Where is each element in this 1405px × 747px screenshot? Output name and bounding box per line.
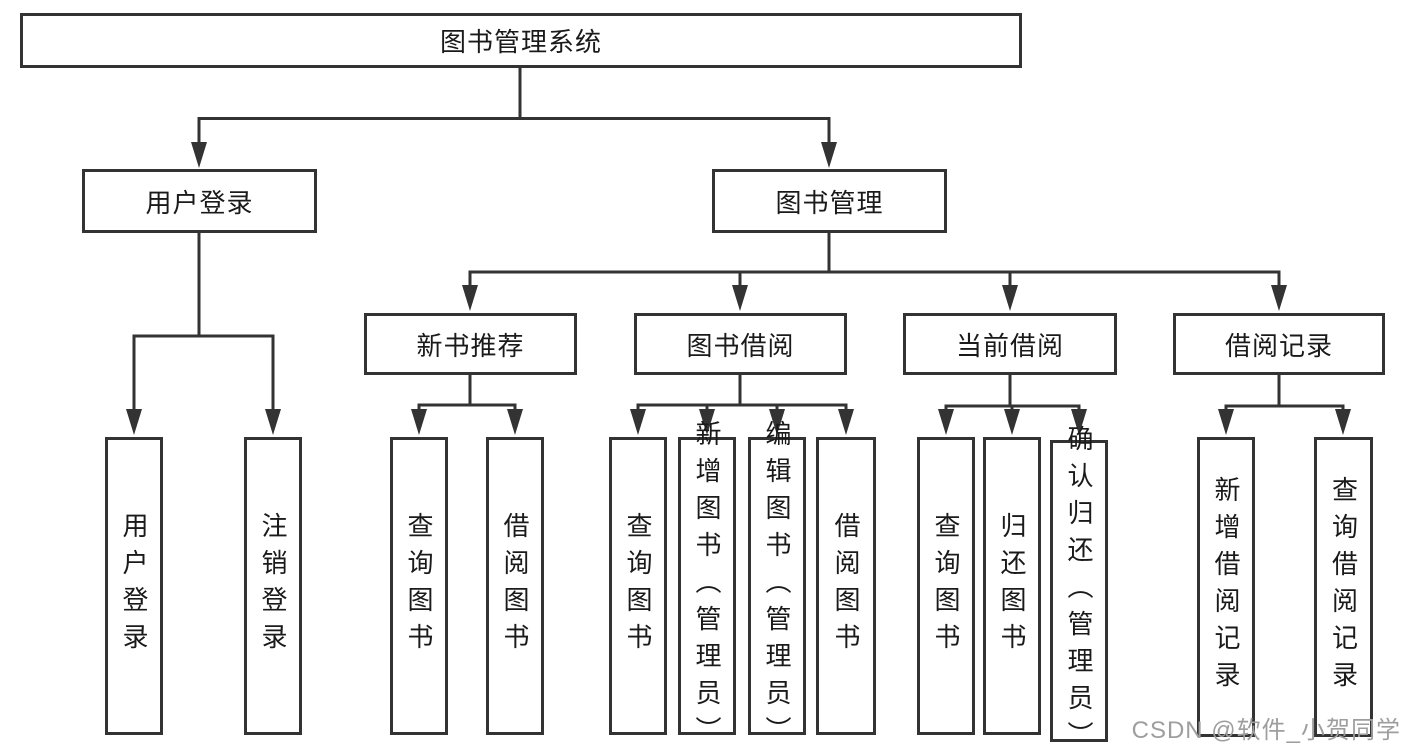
node-label: 注销登录 (258, 512, 288, 660)
node-current-borrowing: 当前借阅 (903, 313, 1117, 375)
leaf-user-login: 用户登录 (105, 437, 163, 735)
node-label: 编辑图书（管理员） (762, 419, 792, 747)
node-label: 借阅图书 (500, 512, 530, 660)
node-label: 图书管理系统 (439, 27, 602, 57)
node-label: 查询图书 (623, 512, 653, 660)
node-book-borrowing: 图书借阅 (634, 313, 847, 375)
leaf-add-borrow-record: 新增借阅记录 (1197, 437, 1255, 737)
node-label: 借阅记录 (1224, 330, 1333, 361)
leaf-query-books-borrowing: 查询图书 (609, 437, 667, 735)
node-borrowing-records: 借阅记录 (1173, 313, 1385, 375)
leaf-borrow-books-borrowing: 借阅图书 (816, 437, 876, 735)
node-library-management-system: 图书管理系统 (20, 13, 1022, 68)
node-label: 图书管理 (775, 187, 884, 218)
leaf-query-books-recommend: 查询图书 (390, 437, 448, 735)
leaf-edit-book-admin: 编辑图书（管理员） (748, 420, 806, 747)
node-label: 查询图书 (404, 512, 434, 660)
node-label: 查询图书 (931, 512, 961, 660)
node-label: 新增图书（管理员） (692, 419, 722, 747)
node-label: 图书借阅 (686, 330, 795, 361)
node-label: 查询借阅记录 (1328, 476, 1359, 698)
node-label: 用户登录 (119, 512, 149, 660)
leaf-borrow-books-recommend: 借阅图书 (486, 437, 544, 735)
node-label: 归还图书 (997, 512, 1027, 660)
node-label: 借阅图书 (831, 512, 861, 660)
csdn-watermark: CSDN @软件_小贺同学 (1131, 717, 1401, 744)
leaf-logout: 注销登录 (244, 437, 302, 735)
leaf-query-books-current: 查询图书 (917, 437, 975, 735)
node-book-management: 图书管理 (712, 169, 947, 233)
leaf-confirm-return-admin: 确认归还（管理员） (1050, 425, 1108, 747)
leaf-return-books: 归还图书 (983, 437, 1041, 735)
node-user-login: 用户登录 (82, 169, 317, 233)
node-label: 用户登录 (145, 187, 254, 218)
node-label: 新增借阅记录 (1211, 476, 1241, 698)
node-new-book-recommendation: 新书推荐 (364, 313, 577, 375)
leaf-add-book-admin: 新增图书（管理员） (678, 420, 736, 747)
leaf-query-borrow-record: 查询借阅记录 (1314, 437, 1373, 737)
node-label: 当前借阅 (955, 330, 1064, 361)
node-label: 确认归还（管理员） (1064, 424, 1094, 747)
node-label: 新书推荐 (416, 330, 525, 361)
